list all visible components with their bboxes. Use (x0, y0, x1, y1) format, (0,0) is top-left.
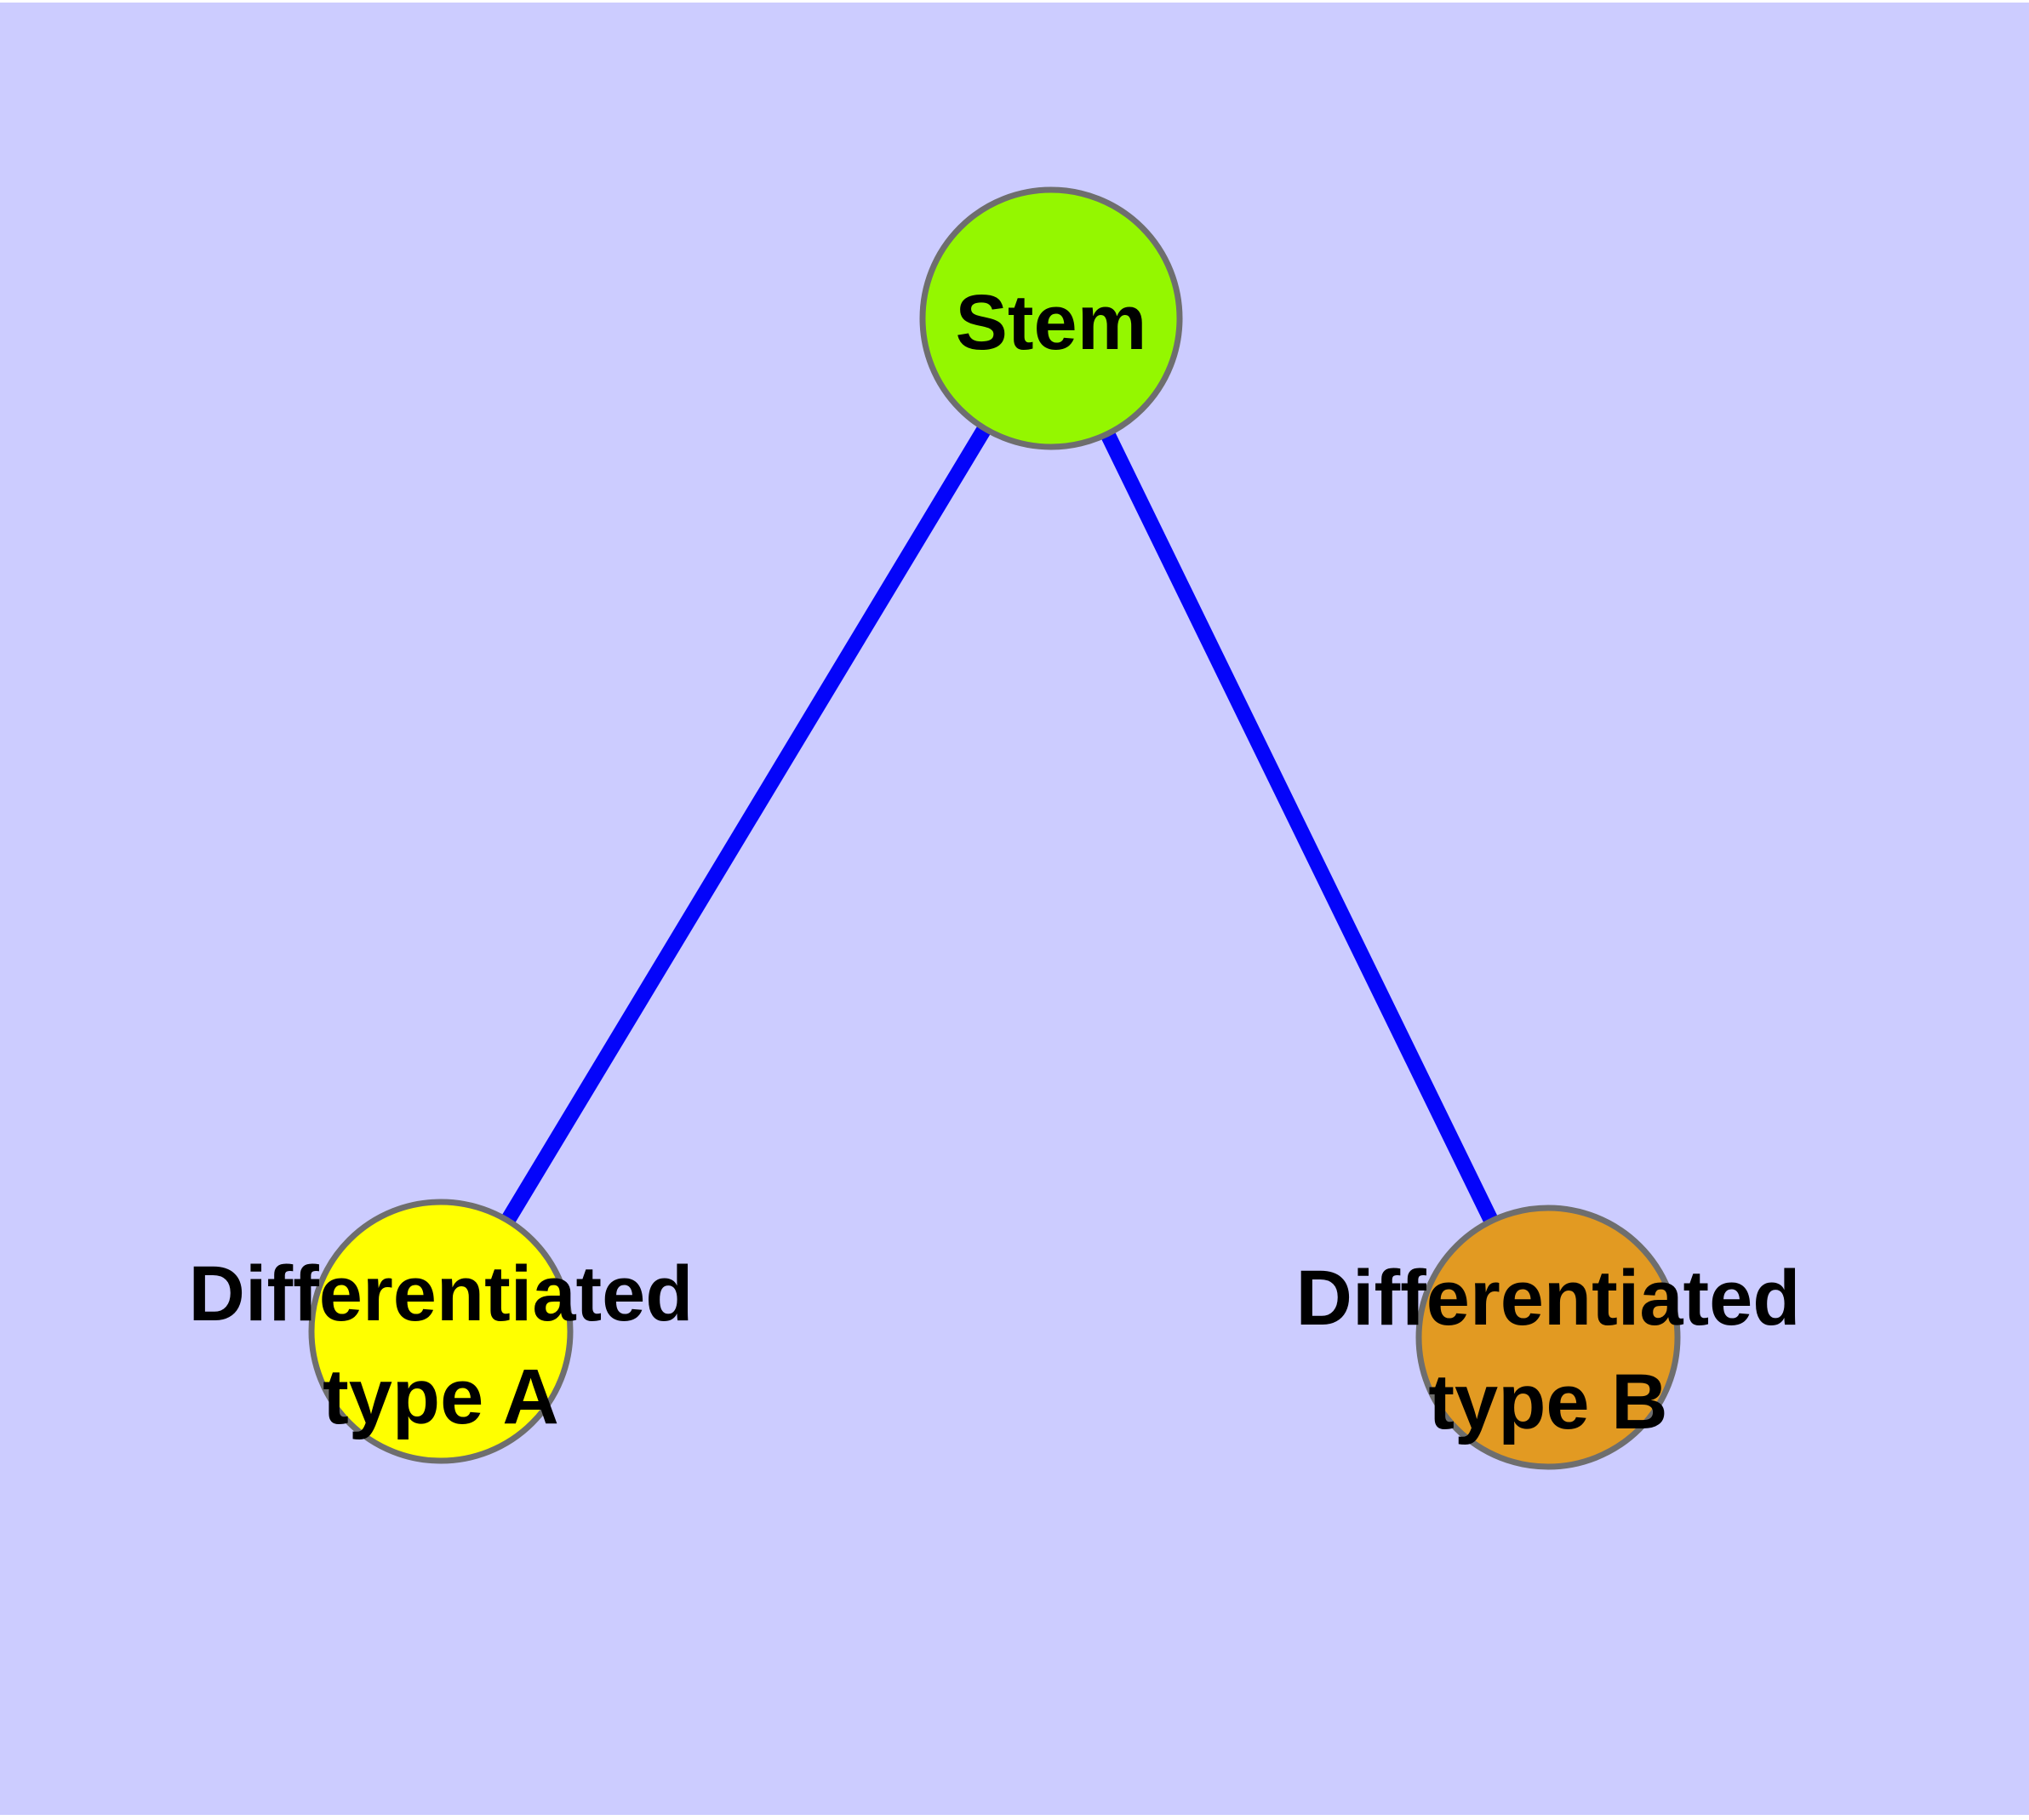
type-a-node (308, 1199, 574, 1464)
stem-node (919, 186, 1183, 450)
type-b-node-label-line1: Differentiated (1296, 1255, 1801, 1342)
stem-node-label: Stem (956, 279, 1147, 366)
type-b-node (1415, 1205, 1681, 1470)
type-b-node-label-line2: type B (1428, 1359, 1667, 1445)
edge-stem-to-type-b (1043, 315, 1556, 1341)
type-a-node-label-line2: type A (323, 1354, 559, 1440)
edge-stem-to-type-a (434, 314, 1058, 1336)
type-a-node-label-line1: Differentiated (189, 1251, 694, 1337)
